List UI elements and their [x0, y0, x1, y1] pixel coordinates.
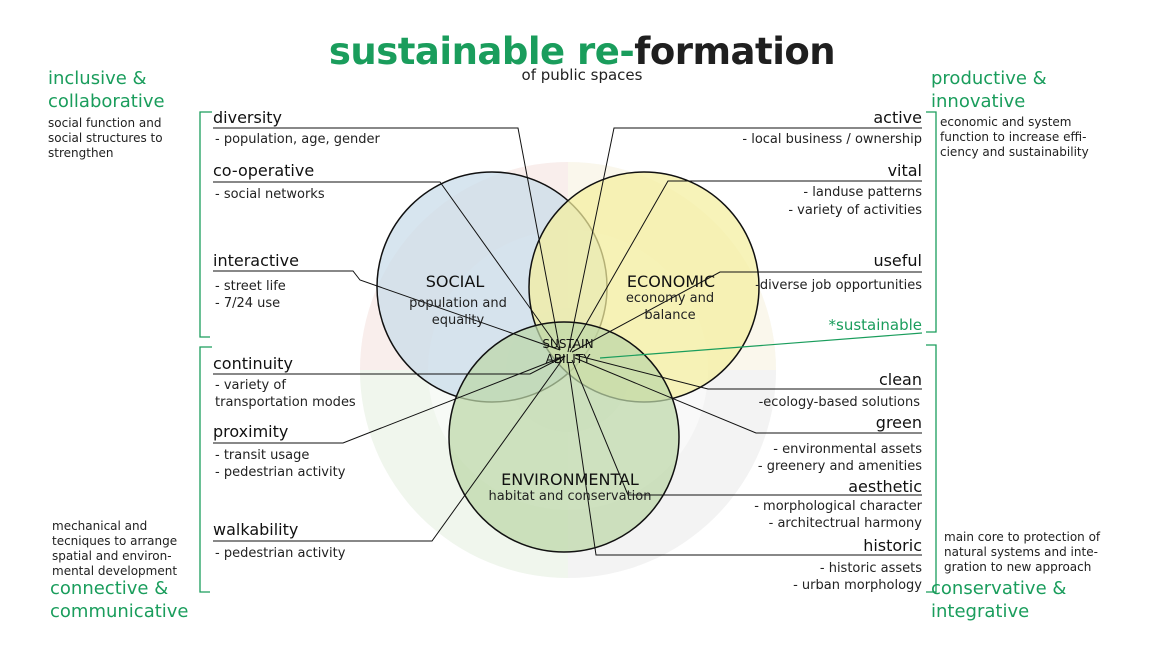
- left-desc-interactive-1: - street life: [215, 279, 286, 294]
- center-label-1: SUSTAIN: [542, 337, 594, 351]
- sustainable-note: *sustainable: [828, 316, 923, 334]
- right-label-active: active: [873, 108, 922, 127]
- tr-note-1: economic and system: [940, 115, 1072, 129]
- left-brackets: [199, 111, 212, 593]
- bl-heading-2: communicative: [50, 601, 189, 622]
- bl-heading-1: connective &: [50, 578, 169, 599]
- right-desc-active-1: - local business / ownership: [742, 132, 922, 147]
- bl-note-4: mental development: [52, 564, 178, 578]
- br-heading-1: conservative &: [931, 578, 1067, 599]
- left-label-continuity: continuity: [213, 354, 293, 373]
- right-label-historic: historic: [863, 536, 922, 555]
- left-desc-continuity-1: - variety of: [215, 378, 286, 393]
- environmental-sub: habitat and conservation: [488, 489, 652, 504]
- right-brackets: [926, 111, 937, 593]
- left-desc-proximity-2: - pedestrian activity: [215, 465, 346, 480]
- right-desc-green-2: - greenery and amenities: [757, 459, 922, 474]
- left-label-diversity: diversity: [213, 108, 283, 127]
- right-label-vital: vital: [887, 161, 922, 180]
- page-title: sustainable re-formation: [0, 30, 1164, 73]
- environmental-title: ENVIRONMENTAL: [501, 470, 639, 489]
- tl-note-2: social structures to: [48, 131, 163, 145]
- tl-heading-1: inclusive &: [48, 68, 147, 89]
- tr-note-2: function to increase effi-: [940, 130, 1087, 144]
- right-desc-aesthetic-2: - architectrual harmony: [768, 516, 922, 531]
- tr-note-3: ciency and sustainability: [940, 145, 1089, 159]
- tr-heading-1: productive &: [931, 68, 1047, 89]
- left-label-proximity: proximity: [213, 422, 289, 441]
- economic-sub1: economy and: [625, 291, 715, 306]
- tr-heading-2: innovative: [931, 91, 1026, 112]
- left-desc-interactive-2: - 7/24 use: [215, 296, 281, 311]
- br-note-2: natural systems and inte-: [944, 545, 1098, 559]
- bl-note-1: mechanical and: [52, 519, 148, 533]
- br-note-1: main core to protection of: [944, 530, 1101, 544]
- br-heading-2: integrative: [931, 601, 1030, 622]
- right-desc-aesthetic-1: - morphological character: [754, 499, 922, 514]
- right-desc-vital-2: - variety of activities: [788, 203, 922, 218]
- right-label-green: green: [875, 413, 922, 432]
- left-desc-continuity-2: transportation modes: [215, 395, 356, 410]
- tl-note-1: social function and: [48, 116, 162, 130]
- tl-heading-2: collaborative: [48, 91, 165, 112]
- social-sub1: population and: [409, 296, 507, 311]
- left-label-cooperative: co-operative: [213, 161, 315, 180]
- left-label-walkability: walkability: [213, 520, 299, 539]
- left-desc-diversity-1: - population, age, gender: [215, 132, 380, 147]
- right-desc-useful-1: -diverse job opportunities: [755, 278, 922, 293]
- title-part-dark: formation: [634, 30, 836, 73]
- left-label-interactive: interactive: [213, 251, 299, 270]
- economic-sub2: balance: [644, 308, 696, 323]
- right-desc-historic-1: - historic assets: [819, 561, 922, 576]
- right-label-useful: useful: [873, 251, 922, 270]
- left-desc-walkability-1: - pedestrian activity: [215, 546, 346, 561]
- social-title: SOCIAL: [425, 272, 485, 291]
- sustainable-connector: [599, 332, 923, 359]
- center-label-2: ABILITY: [545, 352, 591, 366]
- left-desc-proximity-1: - transit usage: [215, 448, 310, 463]
- bl-note-3: spatial and environ-: [52, 549, 172, 563]
- br-note-3: gration to new approach: [944, 560, 1092, 574]
- right-label-clean: clean: [878, 370, 922, 389]
- right-desc-vital-1: - landuse patterns: [803, 185, 922, 200]
- tl-note-3: strengthen: [48, 146, 114, 160]
- left-desc-cooperative-1: - social networks: [215, 187, 325, 202]
- right-desc-historic-2: - urban morphology: [793, 578, 922, 593]
- environmental-circle: [448, 321, 680, 553]
- right-desc-green-1: - environmental assets: [773, 442, 922, 457]
- page-subtitle: of public spaces: [521, 66, 643, 84]
- bl-note-2: tecniques to arrange: [52, 534, 178, 548]
- right-desc-clean-1: -ecology-based solutions: [758, 395, 920, 410]
- right-label-aesthetic: aesthetic: [848, 477, 922, 496]
- title-part-green: sustainable re-: [328, 30, 635, 73]
- economic-title: ECONOMIC: [626, 272, 716, 291]
- social-sub2: equality: [431, 313, 485, 328]
- connector-lines: [213, 127, 922, 556]
